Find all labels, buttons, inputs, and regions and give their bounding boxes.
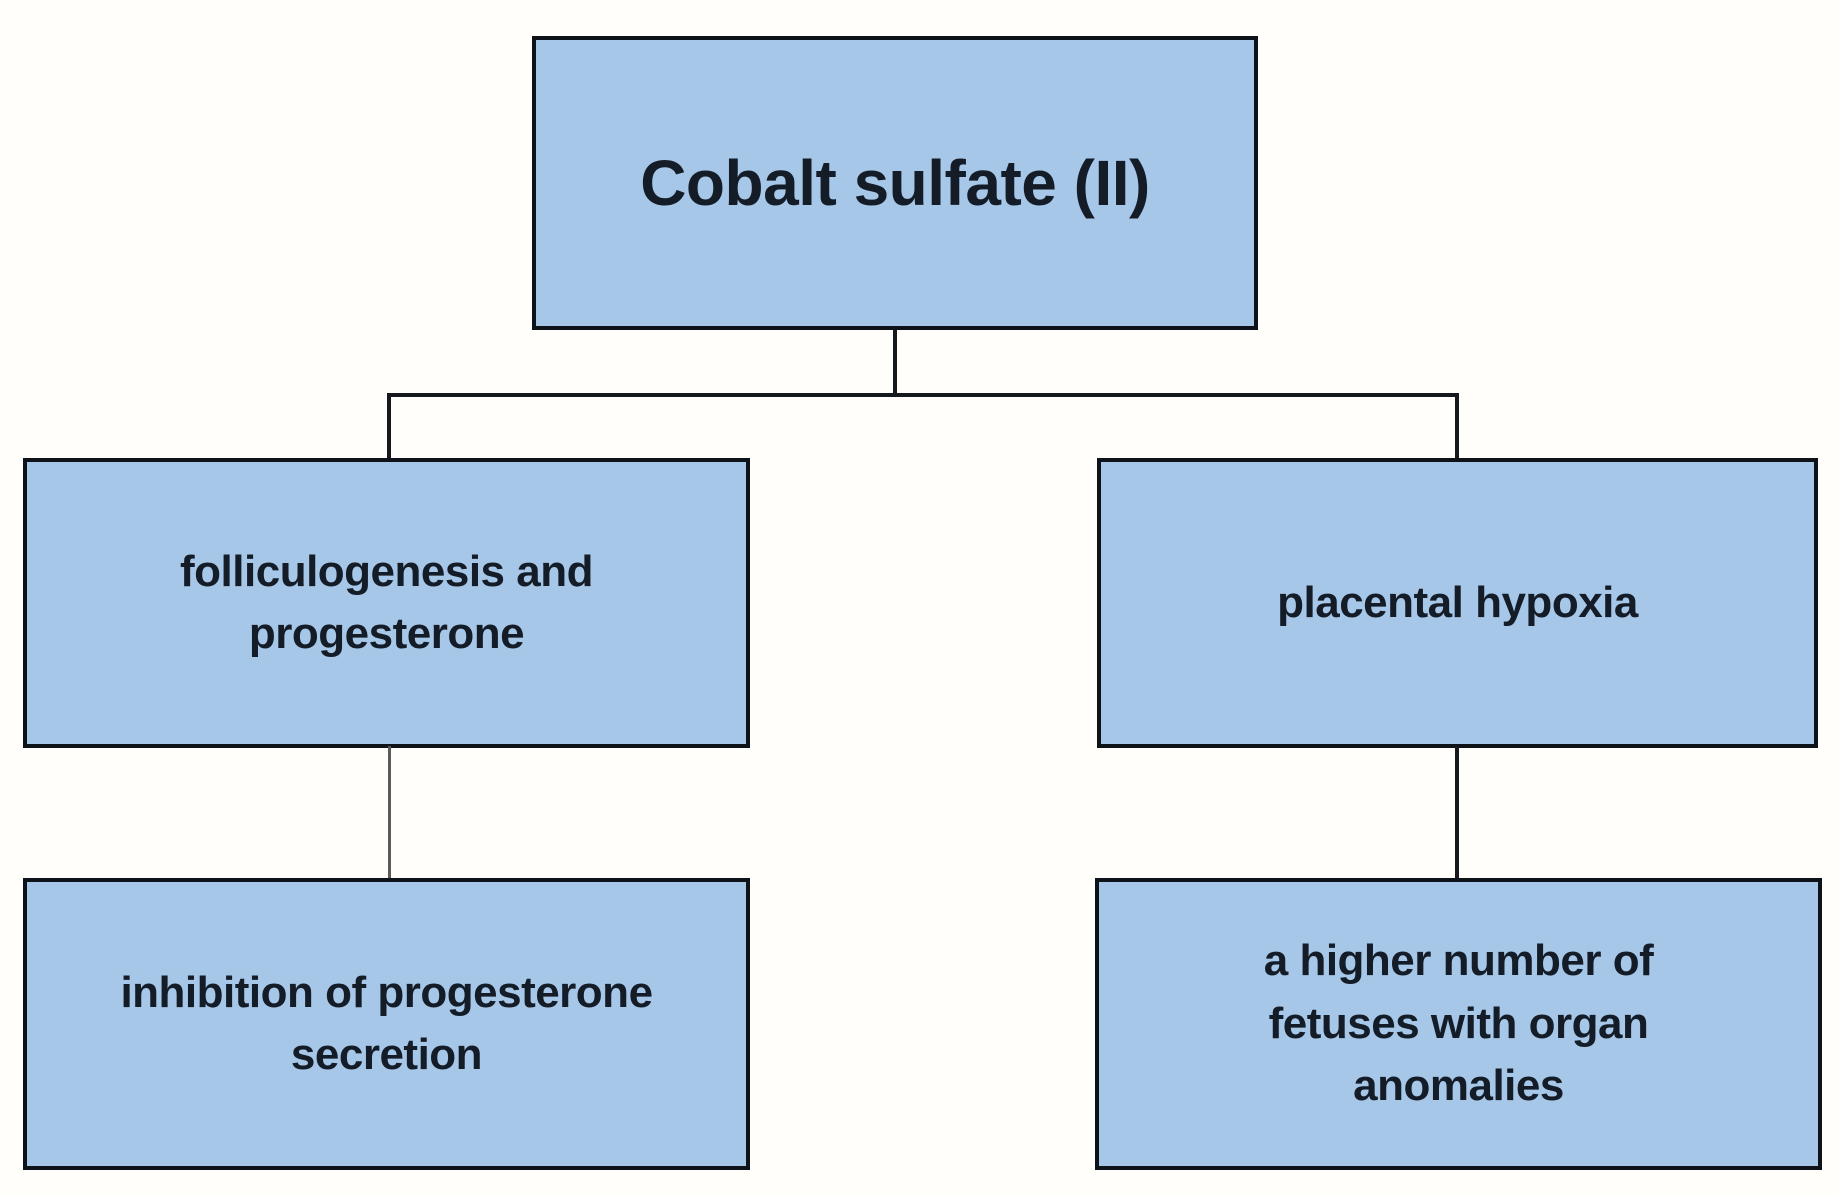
connector-root-stem <box>893 330 897 394</box>
connector-left-lower <box>388 746 391 880</box>
node-progesterone-inhibition: inhibition of progesterone secretion <box>23 878 750 1170</box>
node-cobalt-sulfate: Cobalt sulfate (II) <box>532 36 1258 330</box>
connector-drop-left <box>387 393 391 459</box>
node-fetal-anomalies: a higher number of fetuses with organ an… <box>1095 878 1822 1170</box>
node-placental-hypoxia: placental hypoxia <box>1097 458 1818 748</box>
node-folliculogenesis-label: folliculogenesis and progesterone <box>180 546 593 658</box>
node-placental-hypoxia-label: placental hypoxia <box>1277 577 1638 627</box>
connector-branch-horizontal <box>387 393 1459 397</box>
node-folliculogenesis: folliculogenesis and progesterone <box>23 458 750 748</box>
connector-right-lower <box>1455 746 1459 880</box>
node-cobalt-sulfate-label: Cobalt sulfate (II) <box>640 146 1150 219</box>
node-progesterone-inhibition-label: inhibition of progesterone secretion <box>120 967 653 1079</box>
node-fetal-anomalies-label: a higher number of fetuses with organ an… <box>1263 936 1654 1111</box>
connector-drop-right <box>1455 393 1459 459</box>
